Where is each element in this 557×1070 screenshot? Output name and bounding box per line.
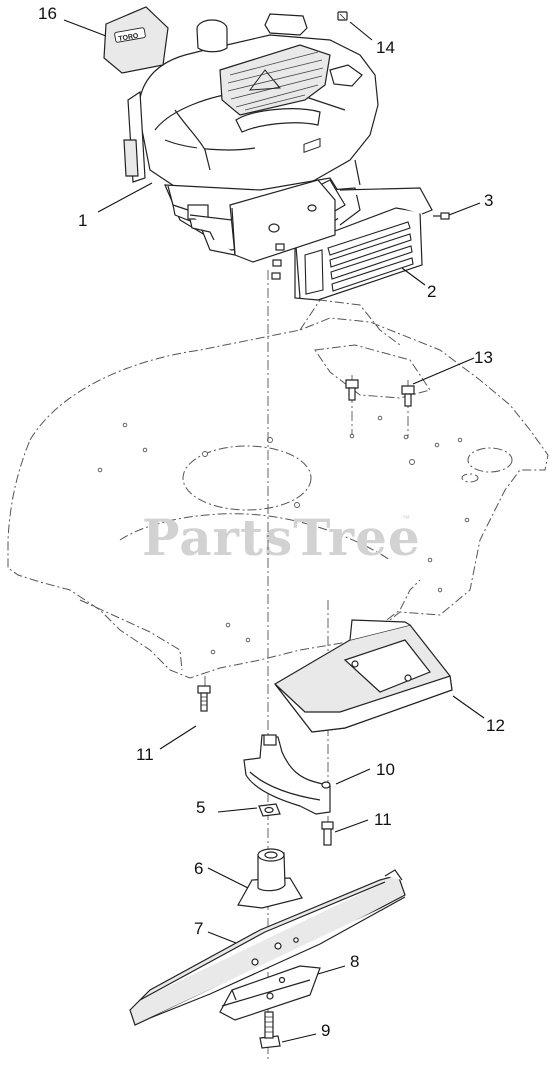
callout-8: 8 [350, 952, 359, 971]
callout-labels: 16 14 1 3 2 13 12 11 10 5 11 6 7 8 9 [38, 4, 505, 1040]
callout-6: 6 [194, 859, 203, 878]
mower-blade [129, 869, 406, 1026]
callout-16: 16 [38, 4, 57, 23]
deck-baffle [274, 619, 453, 733]
deck-mount-bolts [345, 379, 415, 407]
blade-stiffener [219, 965, 321, 1021]
nut-part-5 [258, 803, 281, 817]
bolt-part-11-right [321, 821, 334, 846]
callout-14: 14 [376, 38, 395, 57]
blade-bolt [259, 1011, 281, 1049]
engine-decal: TORO [103, 6, 169, 74]
mower-deck-outline [7, 299, 549, 679]
watermark-trademark: ™ [402, 514, 410, 523]
muffler [229, 179, 336, 263]
callout-1: 1 [78, 211, 87, 230]
callout-3: 3 [484, 191, 493, 210]
watermark-text: PartsTree [142, 508, 421, 567]
callout-10: 10 [376, 760, 395, 779]
decal-badge-text: TORO [118, 33, 140, 43]
muffler-heat-shield [294, 137, 433, 301]
callout-13: 13 [474, 348, 493, 367]
callout-11-left: 11 [136, 745, 154, 764]
callout-11-right: 11 [374, 810, 392, 829]
callout-7: 7 [194, 919, 203, 938]
callout-9: 9 [321, 1021, 330, 1040]
blade-adapter [237, 848, 303, 909]
bolt-part-11-left [197, 685, 211, 712]
screw-part-14 [337, 11, 348, 21]
callout-2: 2 [427, 282, 436, 301]
callout-5: 5 [196, 798, 205, 817]
callout-12: 12 [486, 716, 505, 735]
shield-bolts [271, 212, 450, 280]
blade-bracket [243, 734, 331, 815]
leader-lines [63, 19, 485, 1043]
